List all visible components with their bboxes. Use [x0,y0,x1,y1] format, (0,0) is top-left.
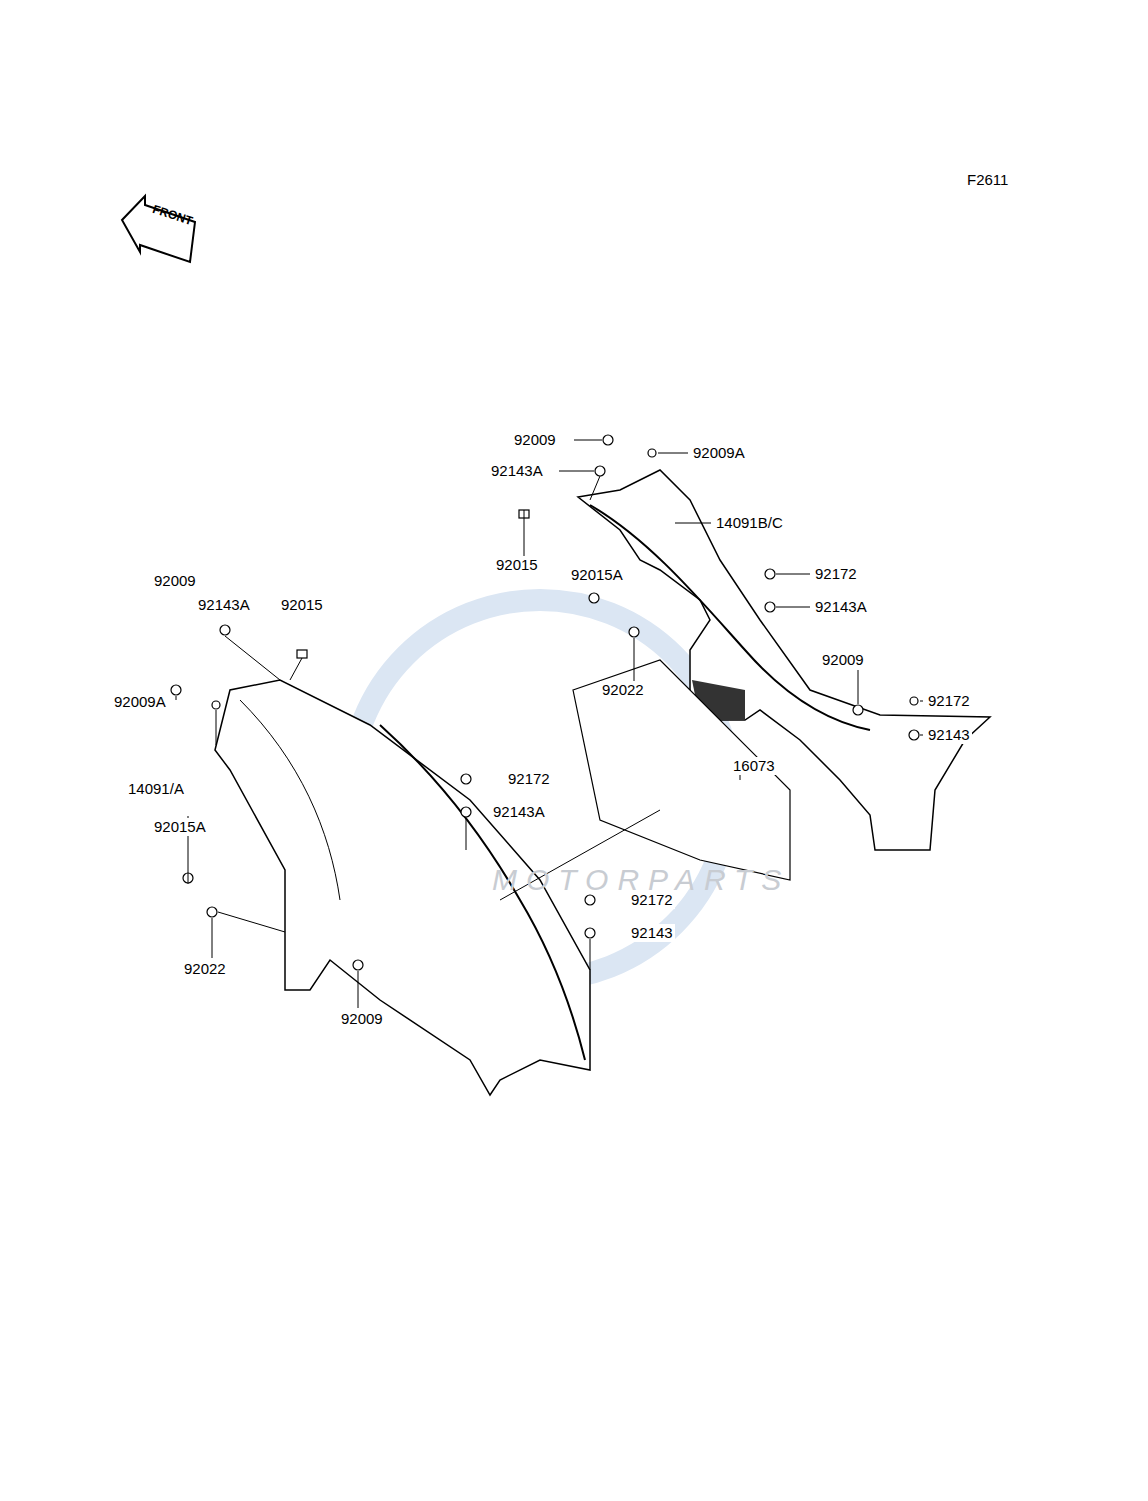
callout-number: 92015A [569,566,625,584]
callout-number: 92143A [491,803,547,821]
callout-number: 92172 [926,692,972,710]
callout-number: 92172 [813,565,859,583]
callout-number: 92015 [494,556,540,574]
callout-number: 92143A [489,462,545,480]
callout-number: 92009A [112,693,168,711]
callout-number: 92143A [196,596,252,614]
callout-number: 14091B/C [714,514,785,532]
callout-number: 92172 [629,891,675,909]
callout-number: 92009A [691,444,747,462]
callout-number: 92015 [279,596,325,614]
callout-number: 92009 [512,431,558,449]
callout-number: 92143 [926,726,972,744]
callout-number: 92009 [820,651,866,669]
callout-number: 16073 [731,757,777,775]
callout-number: F2611 [965,171,1010,189]
callout-number: 14091/A [126,780,186,798]
callout-number: 92009 [339,1010,385,1028]
callout-number: 92143A [813,598,869,616]
callout-number: 92172 [506,770,552,788]
callout-number: 92022 [182,960,228,978]
callout-number: 92022 [600,681,646,699]
watermark: MOTORPARTS [490,871,792,889]
callout-number: 92015A [152,818,208,836]
callout-number: 92009 [152,572,198,590]
callout-number: 92143 [629,924,675,942]
